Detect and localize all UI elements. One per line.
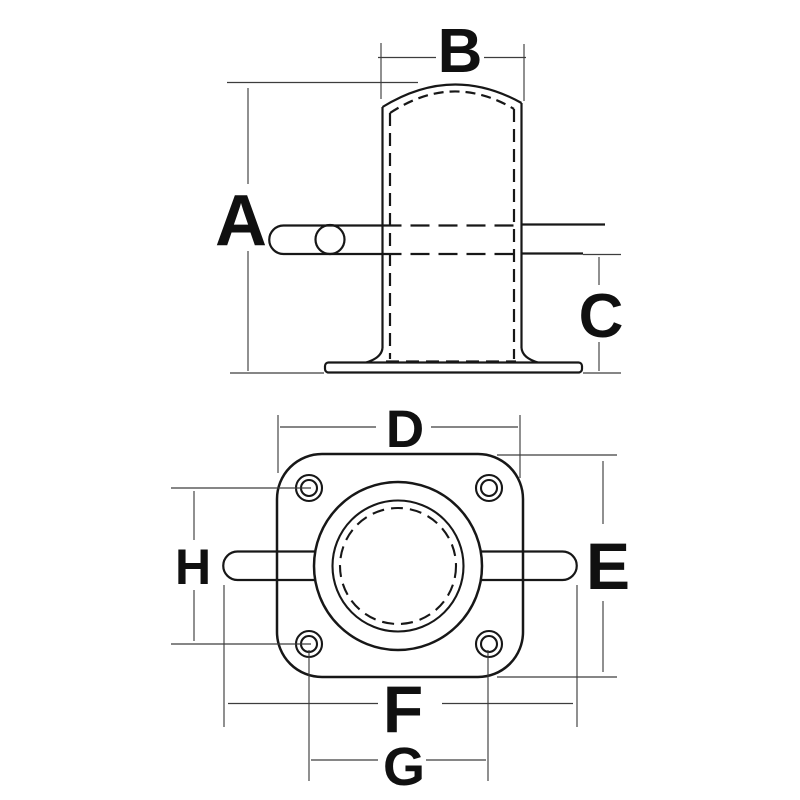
boss-outer-circle bbox=[312, 480, 484, 652]
pin-cross-section-hatched bbox=[314, 223, 346, 256]
pin-bar-right bbox=[481, 550, 578, 582]
dim-label-e: E bbox=[586, 529, 630, 603]
bolt-hole-top-right bbox=[474, 473, 504, 503]
dimension-B: B bbox=[378, 17, 526, 101]
base-plate bbox=[323, 361, 584, 374]
cylinder-top-arc-hidden bbox=[389, 90, 515, 114]
dimension-F: F bbox=[223, 585, 578, 746]
boss-hidden-circle bbox=[338, 506, 458, 626]
dim-label-c: C bbox=[579, 282, 624, 351]
bolt-hole-bottom-right bbox=[474, 629, 504, 659]
dim-label-f: F bbox=[383, 672, 423, 746]
dimension-C: C bbox=[579, 253, 624, 374]
boss-inner-circle bbox=[331, 499, 465, 633]
side-elevation-view bbox=[268, 83, 605, 374]
dim-label-b: B bbox=[438, 17, 483, 86]
flange-outline bbox=[275, 452, 525, 679]
cylinder-top-arc bbox=[381, 83, 523, 108]
dimension-H: H bbox=[171, 487, 311, 645]
dim-label-g: G bbox=[383, 737, 425, 797]
pin-left-outline bbox=[268, 224, 383, 256]
dim-label-a: A bbox=[215, 181, 267, 261]
dimension-A: A bbox=[215, 81, 418, 374]
dimension-G: G bbox=[308, 650, 489, 797]
plan-view bbox=[222, 452, 578, 679]
dim-label-d: D bbox=[386, 400, 424, 459]
dimension-E: E bbox=[497, 454, 630, 678]
right-fillet bbox=[520, 347, 539, 364]
pin-bar-left bbox=[222, 550, 316, 582]
dim-label-h: H bbox=[175, 539, 211, 595]
left-fillet bbox=[365, 347, 384, 364]
dimension-D: D bbox=[277, 400, 521, 478]
